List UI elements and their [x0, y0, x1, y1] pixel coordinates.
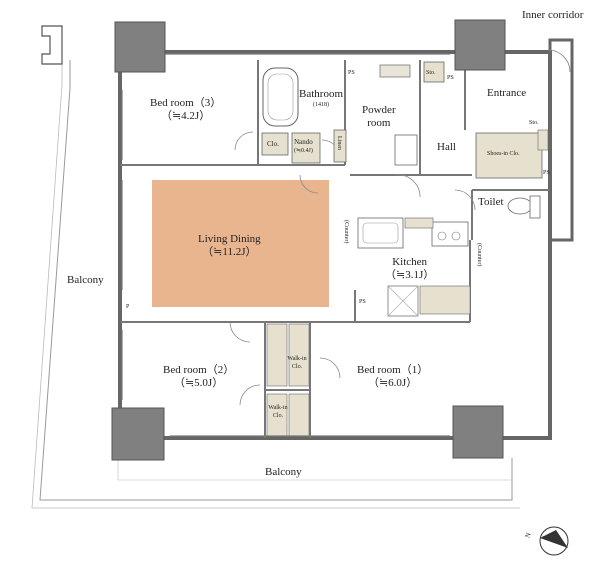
- bedroom1-label: Bed room（1） （≒6.0J）: [357, 364, 428, 390]
- kitchen-counter: [419, 285, 471, 315]
- powder-sink: [394, 134, 418, 166]
- bedroom2-name: Bed room（2）: [163, 364, 235, 376]
- balcony-south-label: Balcony: [265, 466, 302, 478]
- ps-label-4: PS: [359, 299, 366, 305]
- powder-room-label: Powder room: [362, 104, 396, 130]
- walkin1-shelf-a: [266, 323, 288, 387]
- bathroom-label: Bathroom (1418): [299, 88, 343, 109]
- stove: [431, 221, 469, 247]
- outer-wall: [118, 50, 552, 440]
- column-top-left: [114, 21, 166, 73]
- ps-label-2: PS: [447, 75, 454, 81]
- p-label: P: [126, 304, 130, 310]
- kitchen-sink: [357, 217, 404, 249]
- counter-label-left: (Counter): [343, 220, 349, 244]
- hall-label: Hall: [437, 141, 456, 153]
- bedroom2-label: Bed room（2） （≒5.0J）: [163, 364, 234, 390]
- bedroom3-name: Bed room（3）: [150, 97, 222, 109]
- kitchen-label: Kitchen （≒3.1J）: [385, 256, 434, 282]
- toilet-bowl: [507, 197, 533, 215]
- walkin2-label: Walk-in Clo.: [268, 405, 288, 419]
- bathroom-size: (1418): [313, 102, 329, 108]
- balcony-west-label: Balcony: [67, 274, 104, 286]
- balcony-outline-outer: [39, 60, 513, 501]
- shoes-closet-label: Shoes-in Clo.: [487, 151, 520, 157]
- bedroom1-name: Bed room（1）: [357, 364, 429, 376]
- balcony-outline-inner: [31, 55, 520, 509]
- sto-top-box: [423, 61, 445, 83]
- walkin1-shelf-b: [288, 323, 310, 387]
- living-dining-name: Living Dining: [198, 233, 261, 245]
- column-bottom-right: [452, 405, 504, 459]
- nando-name: Nando: [294, 138, 313, 146]
- ps-label-3: PS: [543, 170, 550, 176]
- living-dining-label: Living Dining （≒11.2J）: [198, 233, 261, 259]
- nando-size: (≒0.4J): [294, 148, 313, 154]
- clo-box: [261, 132, 289, 156]
- clo-label: Clo.: [267, 140, 279, 148]
- entrance-label: Entrance: [487, 87, 527, 99]
- bedroom2-size: （≒5.0J）: [173, 377, 224, 389]
- kitchen-size: （≒3.1J）: [385, 269, 435, 281]
- bedroom3-size: （≒4.2J）: [160, 110, 211, 122]
- bedroom1-size: （≒6.0J）: [367, 377, 418, 389]
- compass: [538, 526, 569, 556]
- column-bottom-left: [111, 407, 165, 461]
- bathroom-name: Bathroom: [299, 88, 343, 100]
- sto-entrance-label: Sto.: [529, 120, 539, 126]
- entrance-wall: [548, 38, 574, 242]
- exterior-bracket: [41, 25, 63, 65]
- bathtub: [262, 67, 299, 127]
- nando-label: Nando (≒0.4J): [294, 138, 313, 155]
- living-dining-fill: [152, 180, 329, 307]
- column-top-right: [454, 19, 506, 71]
- counter-label-right: (Counter): [476, 243, 482, 267]
- kitchen-name: Kitchen: [392, 256, 428, 268]
- shoes-closet-box: [475, 132, 543, 179]
- living-dining-size: （≒11.2J）: [202, 246, 257, 258]
- ps-label-1: PS: [348, 70, 355, 76]
- toilet-label: Toilet: [478, 196, 504, 208]
- washer-space: [379, 64, 411, 78]
- bedroom3-label: Bed room（3） （≒4.2J）: [150, 97, 221, 123]
- inner-corridor-label: Inner corridor: [522, 9, 584, 21]
- sto-top-label: Sto.: [426, 70, 436, 76]
- linen-box: [333, 129, 347, 163]
- nando-box: [291, 132, 321, 164]
- powder-name-line1: Powder: [362, 104, 396, 116]
- linen-label: Linen: [336, 136, 342, 150]
- walkin1-label: Walk-in Clo.: [287, 356, 307, 370]
- powder-name-line2: room: [367, 117, 391, 129]
